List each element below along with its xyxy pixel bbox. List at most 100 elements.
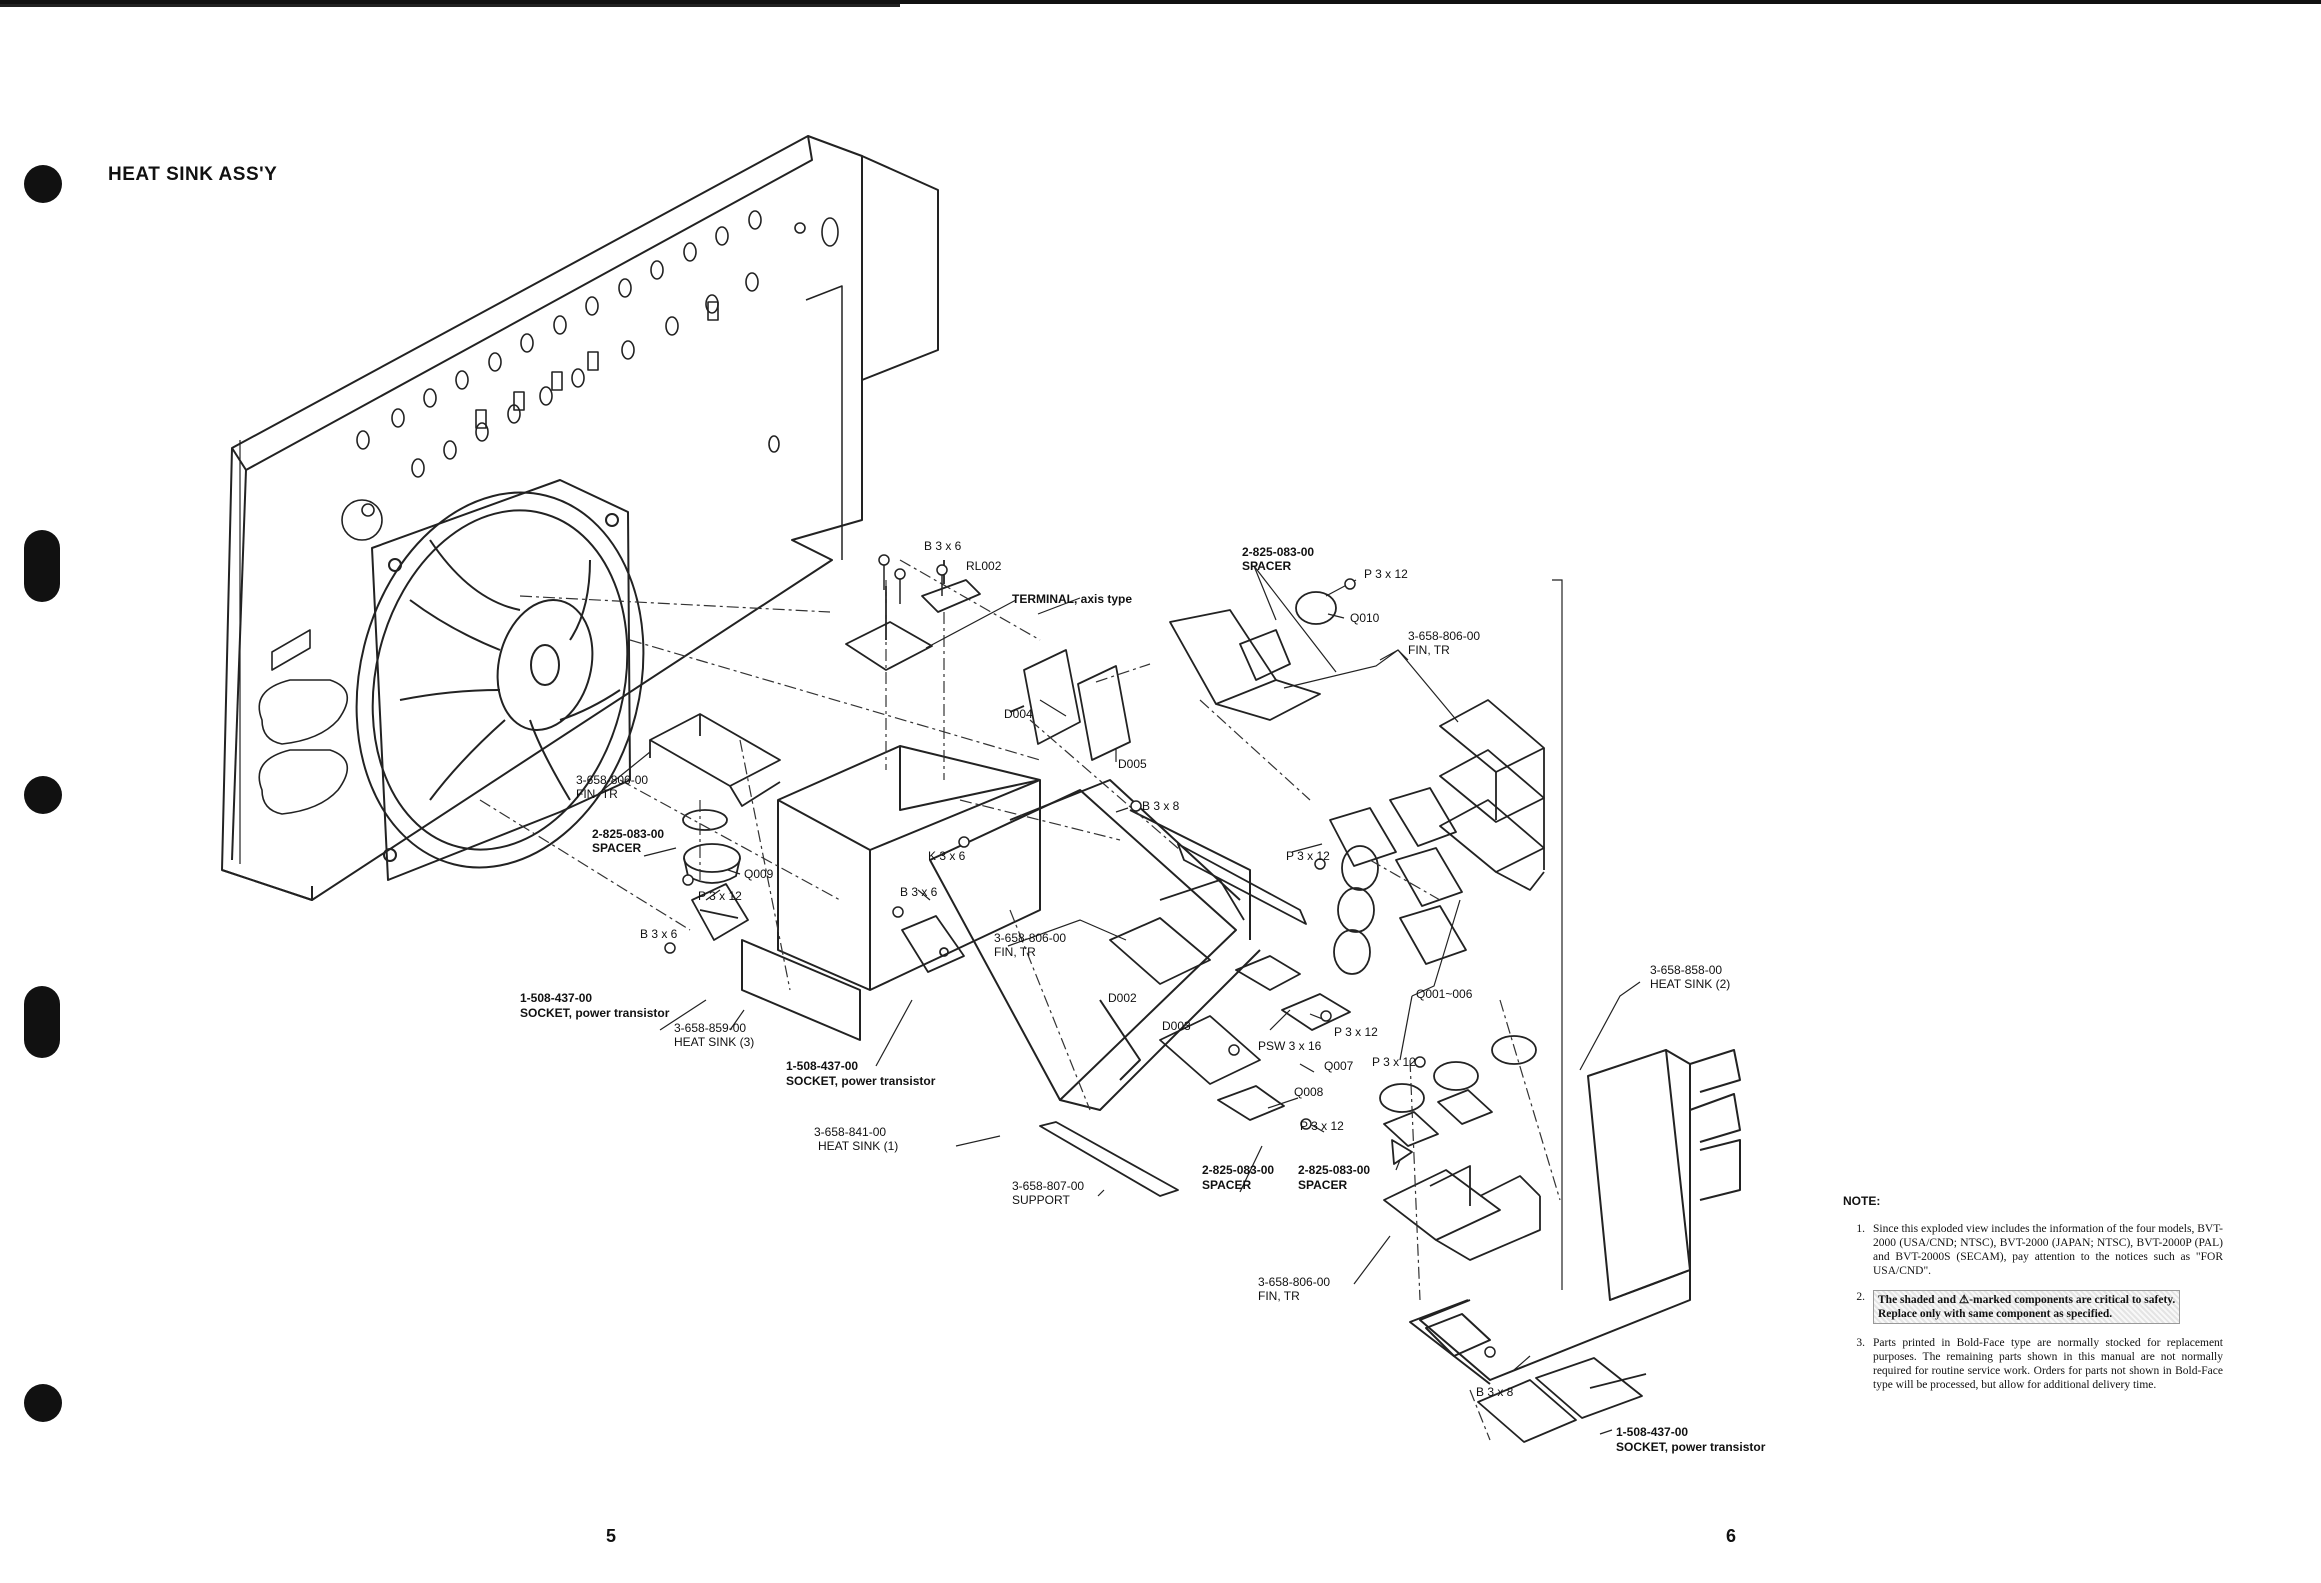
note-text: Replace only with same component as spec… [1878,1308,2113,1320]
panel-holes [258,210,839,815]
chassis-panel [221,135,939,901]
heat-sink-2 [1409,1049,1741,1385]
label: B 3 x 6 [924,539,962,553]
label: K 3 x 6 [928,849,966,863]
note-item: 3. Parts printed in Bold-Face type are n… [1843,1336,2223,1392]
label: Q007 [1324,1059,1354,1073]
diodes [1009,649,1131,761]
note-number: 3. [1856,1337,1865,1349]
socket-left [691,883,749,941]
label: 3-658-806-00 [1408,629,1480,643]
page-number-left: 5 [606,1526,617,1546]
label: SPACER [1242,559,1291,573]
label: SPACER [1298,1178,1347,1192]
label: FIN, TR [1258,1289,1300,1303]
label: 3-658-806-00 [576,773,648,787]
label: FIN, TR [1408,643,1450,657]
label: 1-508-437-00 [786,1059,858,1073]
label: 3-658-858-00 [1650,963,1722,977]
label: SPACER [1202,1178,1251,1192]
socket-bottom [1477,1357,1647,1443]
label: P 3 x 12 [1334,1025,1378,1039]
screws [664,554,1496,1358]
heat-sink-3 [741,745,1041,1041]
label: RL002 [966,559,1002,573]
binder-hole [24,165,62,203]
heat-sink-1 [929,779,1261,1111]
label: P 3 x 12 [1300,1119,1344,1133]
label: Q009 [744,867,774,881]
note-text: -marked components are critical to safet… [1969,1294,2176,1306]
note-number: 1. [1856,1223,1865,1235]
label: FIN, TR [576,787,618,801]
fin-stack [1439,699,1545,891]
transistors-q001-006 [1379,1035,1537,1165]
label: HEAT SINK (2) [1650,977,1730,991]
fan [355,479,645,881]
binder-hole [24,1384,62,1422]
label: D003 [1162,1019,1191,1033]
label: SOCKET, power transistor [520,1006,670,1020]
transistor-q009 [682,809,741,884]
label: 2-825-083-00 [1242,545,1314,559]
top-rule-2 [0,4,900,7]
label: TERMINAL, axis type [1012,592,1132,606]
label: 3-658-859-00 [674,1021,746,1035]
binder-hole [24,530,60,602]
label: SPACER [592,841,641,855]
label: B 3 x 8 [1142,799,1180,813]
fin-top [1169,591,1337,721]
label: 1-508-437-00 [520,991,592,1005]
label: 2-825-083-00 [592,827,664,841]
label: HEAT SINK (1) [818,1139,898,1153]
label: 3-658-806-00 [994,931,1066,945]
label: SOCKET, power transistor [1616,1440,1766,1454]
label: Q010 [1350,611,1380,625]
label: P 3 x 12 [1364,567,1408,581]
label: HEAT SINK (3) [674,1035,754,1049]
label: Q008 [1294,1085,1324,1099]
page-title: HEAT SINK ASS'Y [108,164,278,185]
note-item: 2. The shaded and ⚠-marked components ar… [1843,1290,2223,1324]
top-rule [0,0,2321,4]
label: 2-825-083-00 [1298,1163,1370,1177]
note-number: 2. [1856,1291,1865,1303]
label: D002 [1108,991,1137,1005]
label: 1-508-437-00 [1616,1425,1688,1439]
label: SUPPORT [1012,1193,1070,1207]
page-number-right: 6 [1726,1526,1737,1546]
label: P 3 x 12 [698,889,742,903]
warning-icon: ⚠ [1958,1294,1970,1306]
label: 3-658-841-00 [814,1125,886,1139]
note-text: Since this exploded view includes the in… [1873,1223,2223,1277]
label: Q001~006 [1416,987,1473,1001]
transistor-q007 [1217,955,1351,1121]
label: D005 [1118,757,1147,771]
note-text: Parts printed in Bold-Face type are norm… [1873,1337,2223,1391]
socket-mid [901,915,965,973]
label: FIN, TR [994,945,1036,959]
supports [1039,843,1307,1197]
note-text: The shaded and [1878,1294,1956,1306]
transistor-pads [1329,787,1467,975]
label: B 3 x 8 [1476,1385,1514,1399]
binder-hole [24,776,62,814]
label: 3-658-806-00 [1258,1275,1330,1289]
label: PSW 3 x 16 [1258,1039,1322,1053]
label: B 3 x 6 [900,885,938,899]
notes-heading: NOTE: [1843,1194,1881,1208]
fin-tr-left [649,713,781,807]
binder-hole [24,986,60,1058]
fins-bottom [1383,1165,1541,1261]
label: SOCKET, power transistor [786,1074,936,1088]
label: 2-825-083-00 [1202,1163,1274,1177]
relay-plate [845,560,981,671]
fins-mid [1109,879,1261,1085]
label: B 3 x 6 [640,927,678,941]
label: D004 [1004,707,1033,721]
note-shaded-text: The shaded and ⚠-marked components are c… [1873,1290,2181,1324]
label: 3-658-807-00 [1012,1179,1084,1193]
note-item: 1. Since this exploded view includes the… [1843,1222,2223,1278]
label: P 3 x 12 [1286,849,1330,863]
